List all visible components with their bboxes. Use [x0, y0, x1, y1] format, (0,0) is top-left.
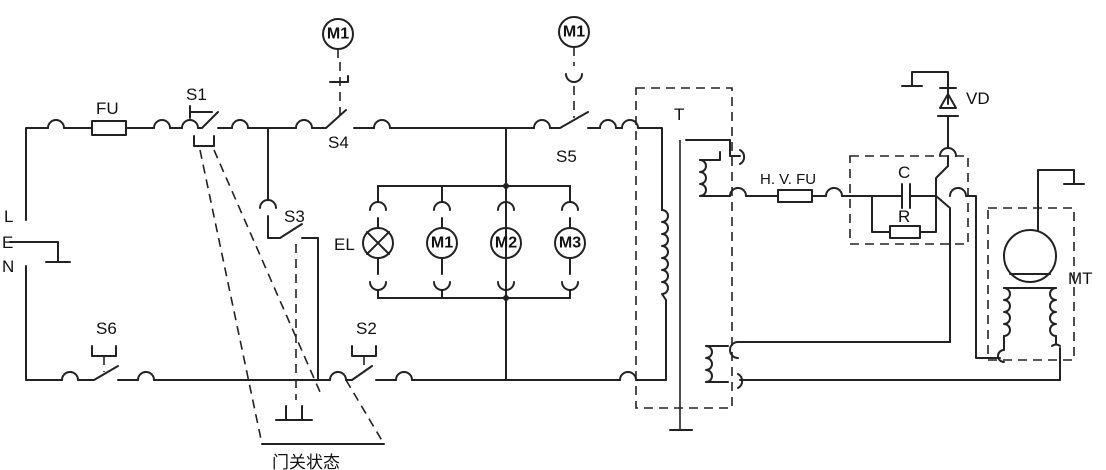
label-hv-fu: H. V. FU	[760, 171, 816, 188]
motor-m1-row: M1	[426, 185, 458, 299]
label-fu: FU	[96, 99, 119, 118]
transformer-t	[635, 87, 746, 431]
switch-s2	[351, 345, 377, 372]
motor-m2-row: M2	[490, 185, 522, 291]
motor-m1-top-b-label: M1	[563, 24, 585, 41]
label-e: E	[2, 233, 13, 252]
switch-s6	[91, 345, 117, 372]
switch-s3	[259, 127, 319, 381]
fuse-fu	[91, 120, 127, 136]
door-linkage	[199, 149, 385, 445]
bottom-line-wiring	[61, 299, 667, 381]
motor-m1-row-label: M1	[431, 235, 453, 252]
motor-m1-top-b: M1	[558, 16, 590, 66]
label-r: R	[898, 207, 910, 226]
label-n: N	[2, 257, 14, 276]
label-s6: S6	[96, 319, 117, 338]
mains-input	[9, 127, 71, 381]
motor-m3-row-label: M3	[559, 235, 581, 252]
motor-m3-row: M3	[554, 185, 586, 299]
label-door-state: 门关状态	[272, 453, 340, 470]
label-s4: S4	[328, 133, 349, 152]
label-l: L	[4, 207, 13, 226]
label-s3: S3	[284, 207, 305, 226]
switch-s5	[549, 73, 601, 129]
label-s2: S2	[356, 319, 377, 338]
label-s1: S1	[186, 85, 207, 104]
motor-m1-top-a-label: M1	[327, 26, 349, 43]
label-vd: VD	[966, 89, 990, 108]
switch-s1	[189, 105, 233, 147]
motor-m2-row-label: M2	[495, 235, 517, 252]
label-mt: MT	[1068, 269, 1093, 288]
magnetron-mt	[737, 169, 1085, 389]
switch-s4	[311, 62, 375, 129]
hv-fuse-circuit	[729, 71, 1001, 359]
load-bus	[377, 127, 571, 381]
top-line-wiring	[47, 119, 663, 211]
lamp-el	[362, 185, 394, 299]
motor-m1-top-a: M1	[322, 18, 354, 62]
label-c: C	[898, 163, 910, 182]
label-el: EL	[334, 235, 355, 254]
label-s5: S5	[556, 147, 577, 166]
label-t: T	[674, 105, 684, 124]
